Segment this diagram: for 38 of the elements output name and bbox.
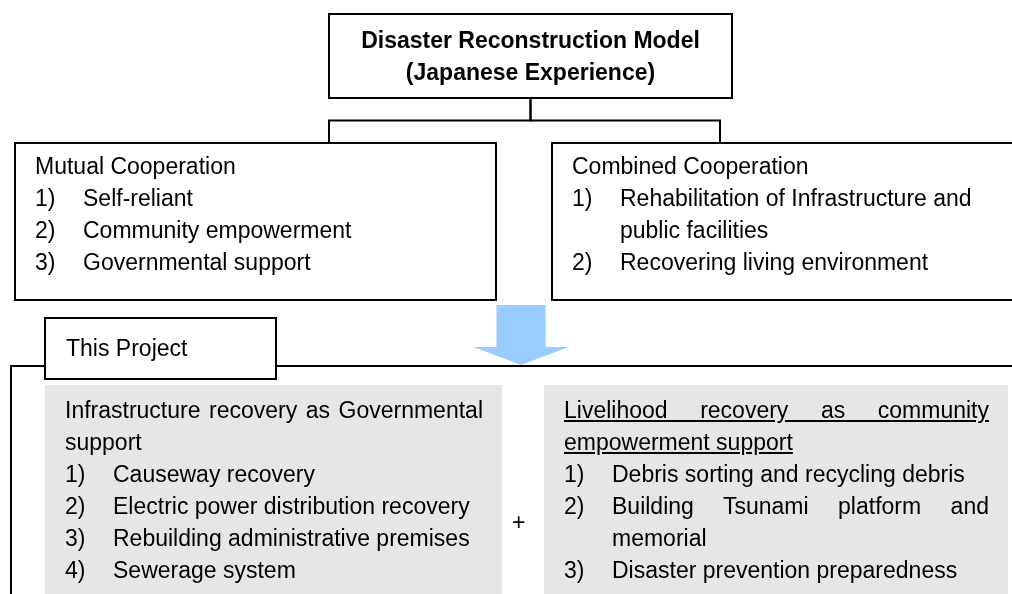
title-box — [328, 13, 733, 99]
list-item: Electric power distribution recovery — [113, 492, 471, 521]
block-arrow — [473, 305, 569, 365]
list-item: Causeway recovery — [113, 460, 316, 489]
list-number: 1) — [572, 184, 594, 213]
cooperation-box — [14, 142, 497, 301]
list-item: Disaster prevention preparedness — [612, 556, 959, 585]
list-number: 2) — [572, 248, 594, 277]
list-number: 4) — [65, 556, 87, 585]
list-item: Rebuilding administrative premises — [113, 524, 471, 553]
list-item: Self-reliant — [83, 184, 194, 213]
plus-sign: + — [512, 509, 526, 536]
component-panel — [45, 385, 502, 594]
list-number: 1) — [35, 184, 57, 213]
list-item: Governmental support — [83, 248, 312, 277]
list-number: 1) — [564, 460, 586, 489]
box-heading: Mutual Cooperation — [35, 152, 237, 181]
list-number: 2) — [35, 216, 57, 245]
list-number: 3) — [65, 524, 87, 553]
list-number: 2) — [65, 492, 87, 521]
title-text: Disaster Reconstruction Model (Japanese Experience) — [360, 26, 701, 87]
list-item: Community empowerment — [83, 216, 353, 245]
list-item: Sewerage system — [113, 556, 297, 585]
tab-label: This Project — [66, 335, 188, 362]
list-item: Debris sorting and recycling debris — [612, 460, 966, 489]
connector-line — [529, 98, 721, 143]
list-number: 3) — [35, 248, 57, 277]
list-number: 2) — [564, 492, 586, 521]
list-number: 3) — [564, 556, 586, 585]
list-item: Recovering living environment — [620, 248, 930, 277]
component-panel — [544, 385, 1008, 594]
list-number: 1) — [65, 460, 87, 489]
box-heading: Combined Cooperation — [572, 152, 810, 181]
list-item: Building Tsunami platform and memorial — [612, 492, 989, 553]
panel-heading: Livelihood recovery as community empowerment support — [564, 396, 989, 457]
cooperation-box — [551, 142, 1012, 301]
panel-heading: Infrastructure recovery as Governmental support — [65, 396, 483, 457]
list-item: Rehabilitation of Infrastructure and public facilities — [620, 184, 973, 245]
